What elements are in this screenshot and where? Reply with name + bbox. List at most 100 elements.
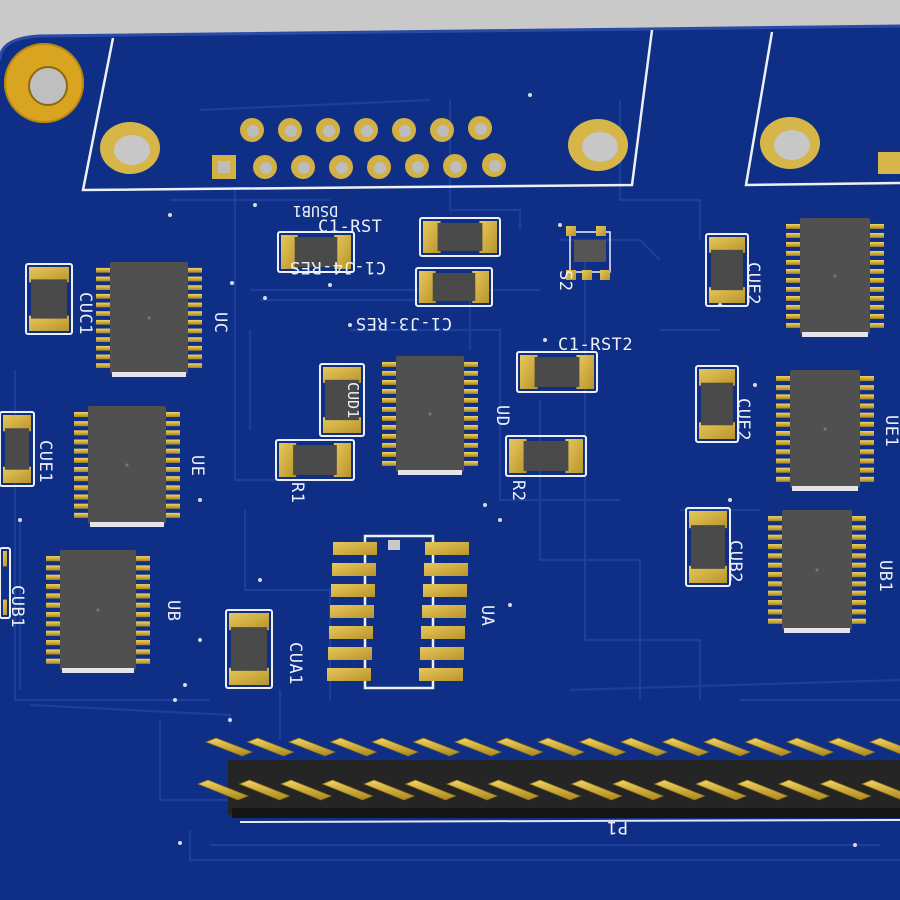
chip-pin [46,612,64,618]
header-pin [238,779,291,801]
label-cub2: CUB2 [725,540,745,583]
chip-pin [132,640,150,646]
passive-pad [699,422,735,439]
chip-pin [460,433,478,439]
passive-pad [334,235,351,269]
chip-pin [776,467,794,473]
chip-pin [132,574,150,580]
chip-silk-edge [792,486,858,491]
chip-pin [856,449,874,455]
cap-cue2-top [705,233,749,307]
passive-body [691,525,725,569]
cap-cud1 [319,363,365,437]
passive-pad [29,267,69,283]
chip-pin [768,600,786,606]
passive-body [701,382,733,426]
passive-pad [279,443,297,477]
passive-pad [29,315,69,331]
chip-dot [428,412,432,416]
passive-pad [333,443,351,477]
dsub-pin-hole [336,162,348,174]
header-pin [412,737,461,757]
chip-pin [866,304,884,310]
chip-pin [768,544,786,550]
chip-pin [460,379,478,385]
passive-pad [281,235,298,269]
chip-pin [162,430,180,436]
chip-pin [848,618,866,624]
dsub-pin-hole [374,162,386,174]
passive-pad [3,415,31,432]
dsub-pin-hole [323,125,335,137]
chip-pin [382,370,400,376]
chip-pin [848,516,866,522]
s2-pad [582,270,592,280]
chip-pin [184,354,202,360]
passive-body [293,445,337,475]
board-edge [0,24,900,61]
ua-pad [328,647,372,660]
dsub-mount-hole-left [100,122,160,174]
ic-ue-top-right [786,218,884,337]
label-ue1: UE1 [881,415,900,447]
chip-pin [382,433,400,439]
chip-pin [776,403,794,409]
header-pin [528,779,582,801]
label-cue2-mid: CUE2 [733,398,753,441]
chip-pin [848,609,866,615]
chip-pin [866,313,884,319]
header-pin [487,779,540,801]
ua-pad [422,605,466,618]
chip-pin [96,319,114,325]
chip-pin [382,415,400,421]
chip-pin [786,304,804,310]
header-pin [744,737,793,757]
header-pin [653,779,706,801]
header-pin [404,779,457,801]
chip-pin [460,442,478,448]
mounting-hole [4,43,84,123]
passive-pad [689,565,727,583]
passive-body [325,379,359,421]
chip-silk-edge [112,372,186,377]
dsub-pin-hole [437,125,449,137]
chip-pin [460,424,478,430]
chip-dot [96,608,100,612]
chip-pin [460,460,478,466]
label-c1-j4-res: C1-J4-RES [289,257,386,277]
header-pin [329,737,378,757]
chip-pin [132,649,150,655]
cap-cua1 [225,609,273,689]
chip-pin [184,311,202,317]
chip-pin [786,286,804,292]
chip-pin [768,525,786,531]
chip-pin [184,276,202,282]
chip-pin [848,544,866,550]
chip-pin [848,581,866,587]
chip-pin [768,553,786,559]
chip-pin [856,394,874,400]
chip-dot [125,463,129,467]
chip-pin [96,354,114,360]
chip-pin [96,328,114,334]
header-pin [321,779,374,801]
header-pin [661,737,710,757]
label-ud: UD [492,405,512,426]
chip-pin [132,621,150,627]
chip-pin [866,259,884,265]
passive-outline [419,217,501,257]
chip-pin [460,361,478,367]
chip-pin [786,277,804,283]
chip-pin [96,285,114,291]
chip-pin [768,562,786,568]
chip-pin [132,593,150,599]
label-cue1: CUE1 [35,440,55,483]
chip-pin [786,295,804,301]
ua-pad [327,668,371,681]
chip-pin [74,412,92,418]
chip-pin [46,621,64,627]
label-dsub: DSUB1 [293,202,338,220]
label-cue2-top: CUE2 [743,262,763,305]
ic-ue1 [776,370,874,491]
chip-pin [162,494,180,500]
